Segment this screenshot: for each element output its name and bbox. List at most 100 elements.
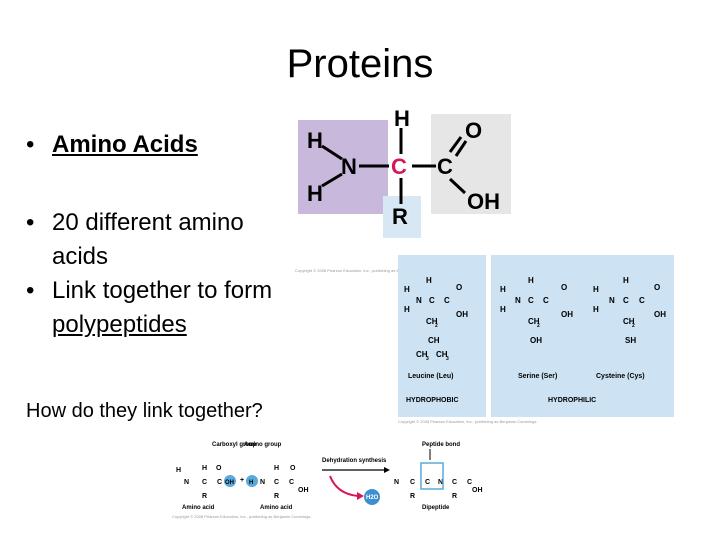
svg-text:C: C <box>274 479 279 486</box>
serine-name: Serine (Ser) <box>518 373 557 380</box>
structure-copyright: Copyright © 2008 Pearson Education, Inc.… <box>295 268 434 273</box>
svg-text:R: R <box>410 493 415 500</box>
svg-text:CH: CH <box>623 317 635 326</box>
svg-text:CH: CH <box>428 336 440 345</box>
carboxyl-group-label: Carboxyl group <box>212 442 257 448</box>
svg-text:N: N <box>609 296 615 305</box>
svg-text:H: H <box>274 465 279 472</box>
svg-text:N: N <box>515 296 521 305</box>
svg-text:N: N <box>394 479 399 486</box>
reaction-copyright: Copyright © 2008 Pearson Education, Inc.… <box>172 514 311 519</box>
svg-text:C: C <box>543 296 549 305</box>
svg-text:H: H <box>404 285 410 294</box>
svg-text:SH: SH <box>625 336 636 345</box>
svg-text:O: O <box>456 283 462 292</box>
svg-text:C: C <box>452 479 457 486</box>
svg-text:R: R <box>202 493 207 500</box>
reaction-h-label: H <box>249 480 253 486</box>
svg-text:N: N <box>260 479 265 486</box>
svg-text:OH: OH <box>298 487 309 494</box>
svg-text:CH: CH <box>528 317 540 326</box>
question-text: How do they link together? <box>26 400 263 422</box>
hydroxyl-label: OH <box>467 189 500 214</box>
reaction-arrowhead <box>384 467 390 473</box>
svg-text:H: H <box>528 276 534 285</box>
bullet-3-term: polypeptides <box>52 311 187 338</box>
svg-text:C: C <box>289 479 294 486</box>
bullet-amino-acids: Amino Acids <box>26 128 326 162</box>
water-arrow <box>329 475 359 497</box>
cysteine-name: Cysteine (Cys) <box>596 373 645 380</box>
bullet-link-together: Link together to form polypeptides <box>26 274 326 342</box>
svg-text:OH: OH <box>530 336 542 345</box>
alpha-carbon-label: C <box>391 154 407 179</box>
svg-text:H: H <box>593 305 599 314</box>
svg-text:OH: OH <box>654 310 666 319</box>
svg-text:H: H <box>500 285 506 294</box>
dipeptide-label: Dipeptide <box>422 505 450 511</box>
svg-text:H: H <box>593 285 599 294</box>
peptide-bond-label: Peptide bond <box>422 442 460 448</box>
svg-text:N: N <box>184 479 189 486</box>
svg-text:H: H <box>623 276 629 285</box>
svg-text:C: C <box>217 479 222 486</box>
amino-acid-1-label: Amino acid <box>182 505 215 511</box>
svg-text:OH: OH <box>472 487 483 494</box>
leucine-side-chain: CH2 CH CH3 CH3 <box>416 317 449 362</box>
svg-text:O: O <box>654 283 660 292</box>
svg-text:C: C <box>202 479 207 486</box>
svg-text:2: 2 <box>537 323 540 329</box>
svg-text:R: R <box>452 493 457 500</box>
hydrophobic-panel <box>398 255 486 417</box>
hydrophilic-label: HYDROPHILIC <box>548 397 596 404</box>
r-group-label: R <box>392 204 408 229</box>
svg-text:C: C <box>467 479 472 486</box>
svg-text:H: H <box>176 467 181 474</box>
svg-text:CH: CH <box>416 350 428 359</box>
svg-text:C: C <box>639 296 645 305</box>
svg-text:C: C <box>444 296 450 305</box>
svg-text:C: C <box>410 479 415 486</box>
hydroxyl-highlight <box>224 475 236 487</box>
svg-text:N: N <box>416 296 422 305</box>
svg-text:R: R <box>274 493 279 500</box>
svg-text:C: C <box>528 296 534 305</box>
peptide-bond-highlight <box>420 462 444 490</box>
reaction-oh-label: OH <box>225 480 234 486</box>
svg-text:2: 2 <box>632 323 635 329</box>
amino-group-label: Amino group <box>244 442 282 448</box>
svg-text:H: H <box>500 305 506 314</box>
water-arrowhead <box>357 492 364 500</box>
serine-side-chain: CH2 OH <box>528 317 542 345</box>
svg-text:H: H <box>202 465 207 472</box>
bullet-3-prefix: Link together to form <box>52 277 273 304</box>
dehydration-synthesis-label: Dehydration synthesis <box>322 458 387 464</box>
svg-text:C: C <box>623 296 629 305</box>
bullet-1-text: Amino Acids <box>52 131 198 158</box>
svg-text:3: 3 <box>446 356 449 362</box>
bullet-20-amino: 20 different amino acids <box>26 206 302 274</box>
hydrogen-highlight <box>246 475 258 487</box>
dehydration-synthesis-figure: Carboxyl group Amino group Peptide bond … <box>172 442 483 519</box>
amino-h-top: H <box>307 128 323 153</box>
amino-acid-structure: H H N H C C O OH R Copyright © 2008 Pear… <box>295 106 511 273</box>
plus-sign: + <box>240 477 244 484</box>
svg-text:2: 2 <box>435 323 438 329</box>
cysteine-side-chain: CH2 SH <box>623 317 636 345</box>
examples-copyright: Copyright © 2008 Pearson Education, Inc.… <box>398 419 537 424</box>
svg-text:OH: OH <box>561 310 573 319</box>
svg-text:OH: OH <box>456 310 468 319</box>
carboxyl-group-box <box>431 114 511 214</box>
leucine-name: Leucine (Leu) <box>408 373 454 380</box>
svg-text:H: H <box>404 305 410 314</box>
svg-text:O: O <box>290 465 296 472</box>
svg-text:C: C <box>429 296 435 305</box>
svg-text:N: N <box>438 479 443 486</box>
svg-text:H: H <box>426 276 432 285</box>
